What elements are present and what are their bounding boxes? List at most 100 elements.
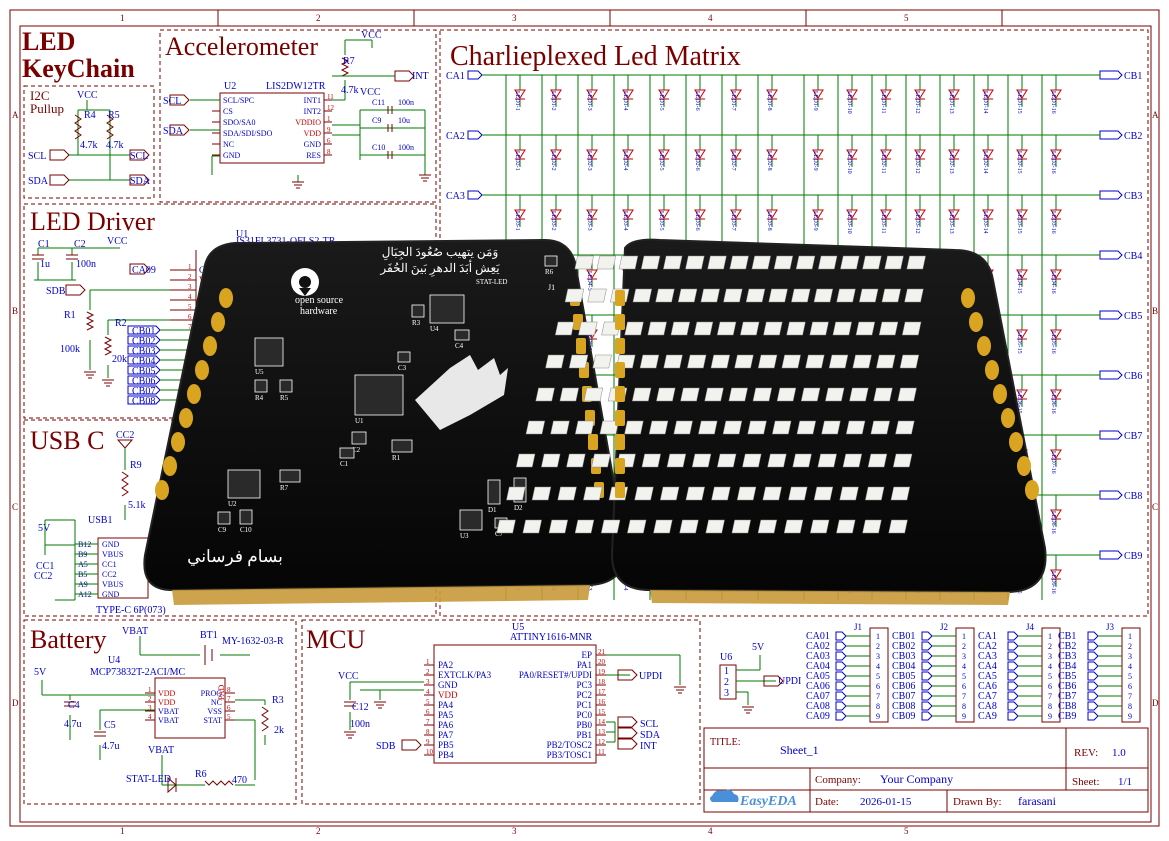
usb-cc2: CC2 <box>116 430 134 441</box>
osh-text-1: open source <box>295 295 344 306</box>
tb-drawn: farasani <box>1018 794 1057 808</box>
driver-cb-net: CB06 <box>132 376 155 387</box>
ruler-col-top: 2 <box>316 13 321 23</box>
osh-text-2: hardware <box>300 306 338 317</box>
matrix-cb-label: CB2 <box>1124 131 1142 142</box>
pcb-led <box>566 453 586 468</box>
matrix-ca-label: CA1 <box>446 71 465 82</box>
header-pin-num: 3 <box>1128 652 1132 661</box>
matrix-led-ref: LED2-11 <box>880 151 886 173</box>
pcb-led <box>515 453 536 468</box>
batt-pin-right: PROG <box>201 689 223 698</box>
ruler-col-bottom: 1 <box>120 826 125 836</box>
tb-rev: 1.0 <box>1112 747 1126 759</box>
pcb-led <box>892 453 913 468</box>
pcb-led <box>653 519 673 534</box>
accel-pin-num: 11 <box>327 93 334 101</box>
matrix-led-ref: LED2-14 <box>982 151 988 174</box>
accel-ref: U2 <box>224 81 236 92</box>
mcu-pin-right: PA1 <box>577 660 592 670</box>
pcb-j1: J1 <box>548 283 555 292</box>
ruler-col-bottom: 5 <box>904 826 909 836</box>
updi-header: 5V U6 1 2 3 UPDI <box>719 642 801 714</box>
matrix-led-ref: LED2-5 <box>658 151 664 171</box>
header-net: CB1 <box>1058 631 1076 642</box>
pcb-led <box>842 453 863 468</box>
batt-charger-chip <box>154 677 226 739</box>
mcu-pin-left: VDD <box>438 690 458 700</box>
pcb-led <box>810 519 830 534</box>
pcb-ref: R4 <box>255 394 264 402</box>
pcb-ref: R6 <box>545 268 554 276</box>
title-matrix: Charlieplexed Led Matrix <box>450 41 741 72</box>
mcu-pin-left: PA2 <box>438 660 453 670</box>
header-pin-num: 1 <box>1128 632 1132 641</box>
header-net: CA07 <box>806 691 830 702</box>
header-pin-num: 7 <box>876 692 880 701</box>
mcu-scl: SCL <box>640 719 658 730</box>
header-net: CA09 <box>806 711 830 722</box>
matrix-led-ref: LED4-3 <box>586 271 592 291</box>
pcb-led <box>564 288 585 303</box>
pcb-pad <box>211 312 225 332</box>
header-net: CB8 <box>1058 701 1076 712</box>
pcb-pad <box>155 480 169 500</box>
pcb-led <box>762 486 782 501</box>
pcb-led <box>639 354 660 369</box>
header-net: CB5 <box>1058 671 1076 682</box>
pcb-led <box>776 387 797 402</box>
usb-net-cc2: CC2 <box>34 571 52 582</box>
header-net: CA7 <box>978 691 997 702</box>
accel-r7: R7 <box>343 56 355 67</box>
header-net: CA04 <box>806 661 830 672</box>
pcb-led <box>828 354 849 369</box>
matrix-led-ref: LED7-16 <box>1050 451 1056 474</box>
accel-pin-num: 8 <box>327 148 331 156</box>
mcu-pin-right: PC2 <box>576 690 592 700</box>
mcu-pin-num: 1 <box>426 658 430 666</box>
pcb-signature: بسام فرساني <box>187 547 283 567</box>
pcb-led <box>796 420 817 435</box>
pcb-render-front <box>496 238 1047 605</box>
mcu-sdb: SDB <box>376 741 396 752</box>
matrix-led-ref: LED1-11 <box>880 91 886 113</box>
matrix-led-ref: LED9-16 <box>1050 571 1056 594</box>
pcb-led <box>541 453 561 468</box>
header-net: CB08 <box>892 701 915 712</box>
matrix-led-ref: LED3-14 <box>982 211 988 234</box>
header-ref: J1 <box>854 622 862 632</box>
header-net: CB7 <box>1058 691 1076 702</box>
updi-pin2: 2 <box>724 677 729 688</box>
pcb-led <box>693 321 714 336</box>
pcb-led <box>809 321 829 336</box>
battery-circuit: VBAT BT1 MY-1632-03-R U4 MCP73832T-2ACI/… <box>34 626 284 794</box>
accel-pin-num: 12 <box>327 104 335 112</box>
pcb-pad <box>219 288 233 308</box>
header-net: CA8 <box>978 701 997 712</box>
pcb-ref: R1 <box>392 454 401 462</box>
mcu-pin-right: PB0 <box>576 720 592 730</box>
pcb-pad <box>171 432 185 452</box>
driver-pin-num: 4 <box>188 293 192 301</box>
pcb-led <box>700 288 720 303</box>
pcb-led <box>554 321 575 336</box>
matrix-led-ref: LED2-4 <box>622 151 628 171</box>
accel-cap-ref: C9 <box>372 116 381 125</box>
pcb-led <box>817 453 837 468</box>
pcb-led <box>897 387 917 402</box>
matrix-cb-label: CB6 <box>1124 371 1142 382</box>
matrix-led-ref: LED1-5 <box>658 91 664 111</box>
header-pin-num: 4 <box>1128 662 1132 671</box>
pcb-pad <box>588 434 598 450</box>
mcu-int: INT <box>640 741 657 752</box>
updi-net: UPDI <box>778 676 801 687</box>
header-pin-num: 2 <box>962 642 966 651</box>
pcb-led <box>685 255 705 270</box>
matrix-led-ref: LED2-12 <box>914 151 920 174</box>
driver-pin-num: 3 <box>188 283 192 291</box>
pcb-led <box>751 255 771 270</box>
pcb-led <box>648 420 669 435</box>
pcb-led <box>745 288 766 303</box>
updi-pin3: 3 <box>724 688 729 699</box>
